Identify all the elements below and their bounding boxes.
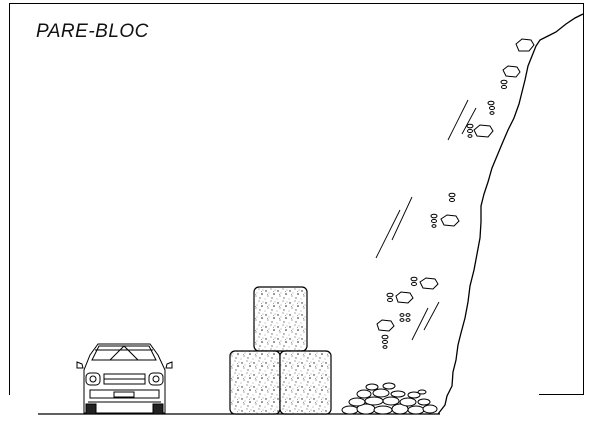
- falling-rocks: [377, 39, 534, 348]
- car-icon: [77, 344, 172, 414]
- rock-pile: [342, 383, 437, 414]
- barrier-block-left: [230, 351, 280, 414]
- motion-lines: [376, 100, 476, 340]
- barrier-block-right: [280, 351, 331, 414]
- barrier-block-top: [254, 287, 307, 351]
